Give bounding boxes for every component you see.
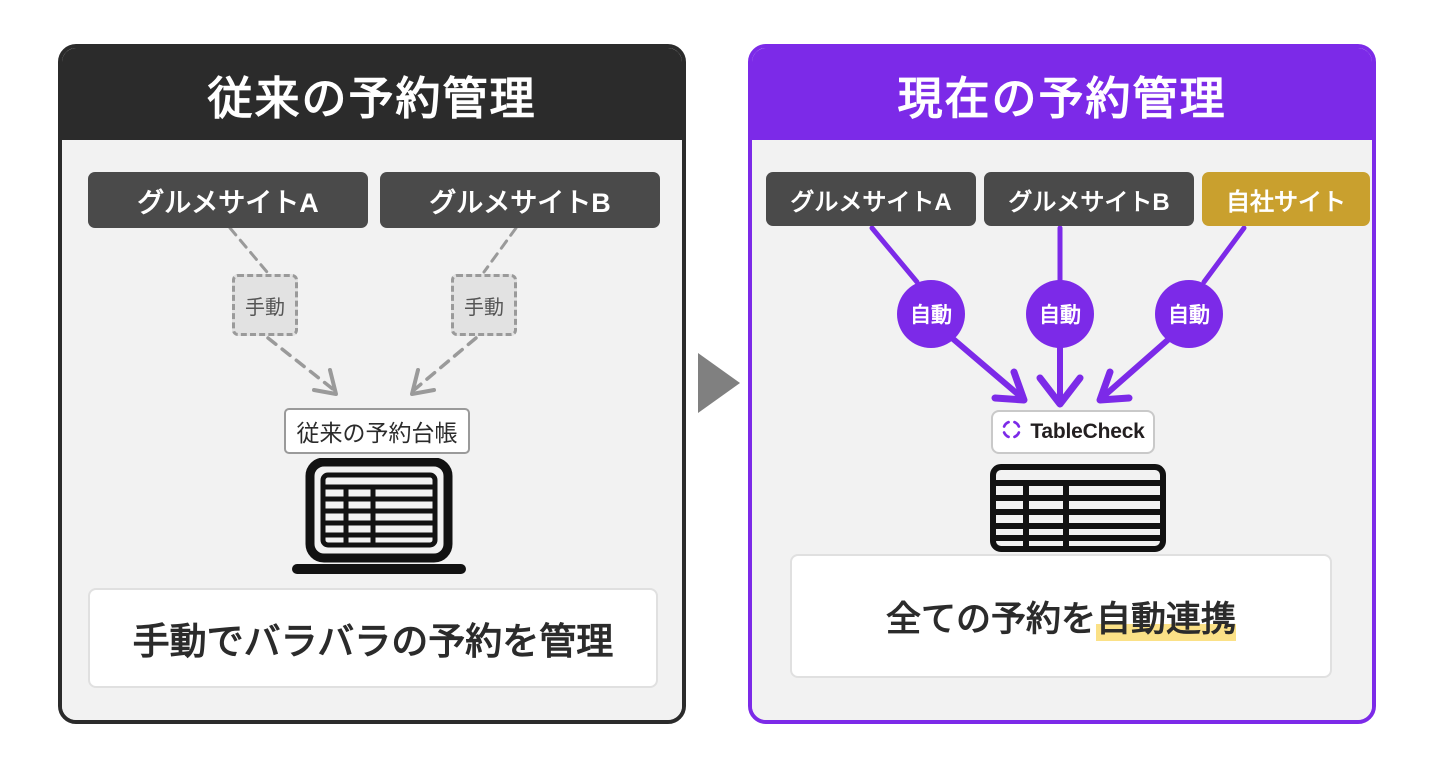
panel-legacy: 従来の予約管理 グルメサイトA グルメサイトB 手動 手動 従来の予約台帳 (58, 44, 686, 724)
source-chip-gourmet-b[interactable]: グルメサイトB (380, 172, 660, 228)
laptop-spreadsheet-icon (290, 457, 468, 578)
spreadsheet-grid-icon (988, 462, 1168, 554)
connector-manual-1: 手動 (232, 274, 298, 336)
play-triangle-icon (698, 353, 740, 413)
panel-legacy-title: 従来の予約管理 (62, 48, 682, 140)
panel-current-title: 現在の予約管理 (752, 48, 1372, 140)
tablecheck-logo-text: TableCheck (1030, 420, 1145, 443)
source-chip-gourmet-a[interactable]: グルメサイトA (88, 172, 368, 228)
source-chip-own-site[interactable]: 自社サイト (1202, 172, 1370, 226)
legacy-caption-text: 手動でバラバラの予約を管理 (132, 621, 614, 662)
source-chip-gourmet-b[interactable]: グルメサイトB (984, 172, 1194, 226)
connector-manual-2: 手動 (451, 274, 517, 336)
current-caption-prefix: 全ての予約を (885, 599, 1096, 639)
current-caption-highlight: 自動連携 (1096, 599, 1237, 641)
tablecheck-brackets-icon (1001, 419, 1022, 445)
panel-legacy-body: グルメサイトA グルメサイトB 手動 手動 従来の予約台帳 (62, 140, 682, 720)
source-chip-gourmet-a[interactable]: グルメサイトA (766, 172, 976, 226)
connector-auto-2: 自動 (1026, 280, 1094, 348)
legacy-caption: 手動でバラバラの予約を管理 (88, 588, 658, 688)
legacy-ledger-label: 従来の予約台帳 (284, 408, 470, 454)
panel-current: 現在の予約管理 グルメサイトA グルメサイトB 自 (748, 44, 1376, 724)
tablecheck-logo-chip: TableCheck (991, 410, 1155, 454)
panel-current-body: グルメサイトA グルメサイトB 自社サイト 自動 自動 自動 (752, 140, 1372, 720)
connector-auto-3: 自動 (1155, 280, 1223, 348)
connector-auto-1: 自動 (897, 280, 965, 348)
current-caption: 全ての予約を自動連携 (790, 554, 1332, 678)
